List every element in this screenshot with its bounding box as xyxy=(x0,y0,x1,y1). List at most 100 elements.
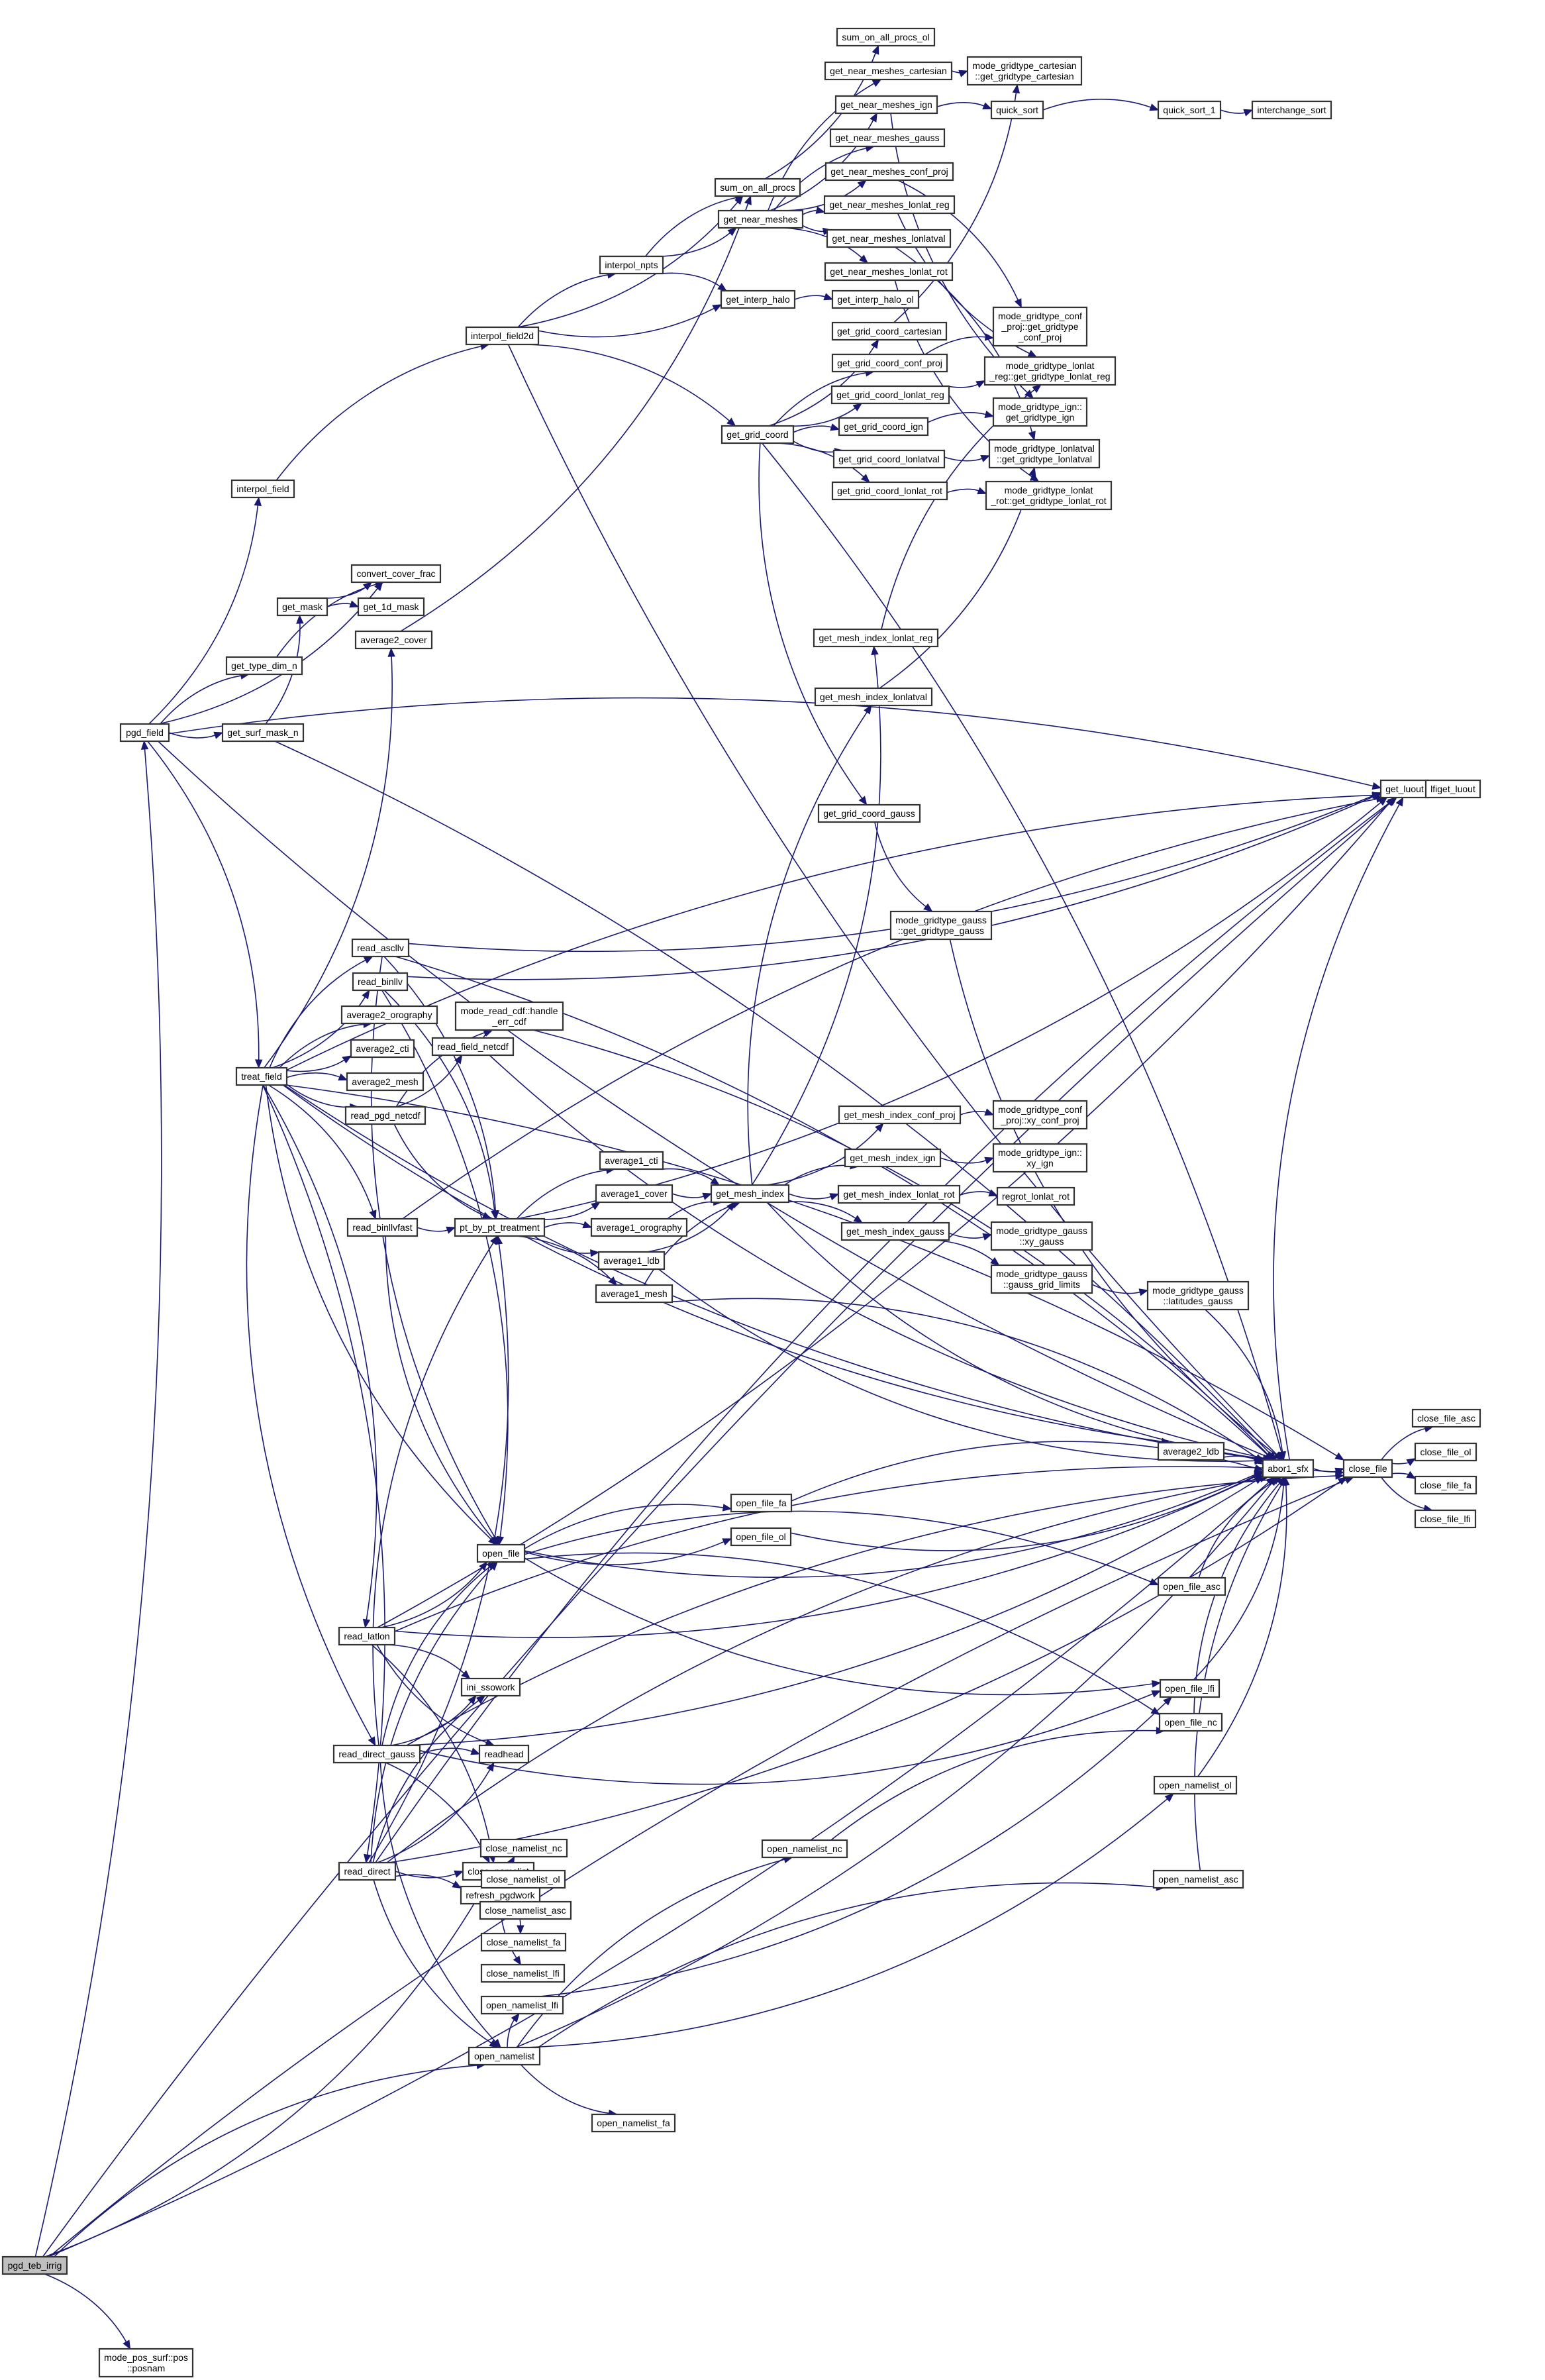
node-get-near-meshes-cartesian[interactable]: get_near_meshes_cartesian xyxy=(824,61,953,81)
node-get-mesh-index-lonlat-rot[interactable]: get_mesh_index_lonlat_rot xyxy=(837,1184,961,1204)
node-get-near-meshes[interactable]: get_near_meshes xyxy=(717,209,804,229)
node-gt-ign[interactable]: mode_gridtype_ign::get_gridtype_ign xyxy=(992,397,1088,427)
node-read-field-netcdf[interactable]: read_field_netcdf xyxy=(431,1037,515,1057)
node-sum-on-all-procs[interactable]: sum_on_all_procs xyxy=(714,178,801,197)
node-ini-ssowork[interactable]: ini_ssowork xyxy=(460,1677,521,1697)
node-latitudes-gauss[interactable]: mode_gridtype_gauss::latitudes_gauss xyxy=(1146,1280,1250,1311)
node-treat-field[interactable]: treat_field xyxy=(235,1066,288,1086)
node-open-file-ol[interactable]: open_file_ol xyxy=(730,1527,792,1547)
node-open-namelist-nc[interactable]: open_namelist_nc xyxy=(761,1839,848,1859)
node-get-mesh-index-ign[interactable]: get_mesh_index_ign xyxy=(844,1148,942,1168)
node-get-mesh-index[interactable]: get_mesh_index xyxy=(710,1184,790,1204)
node-get-grid-coord-conf-proj[interactable]: get_grid_coord_conf_proj xyxy=(831,353,948,373)
node-read-binllvfast[interactable]: read_binllvfast xyxy=(346,1217,419,1237)
node-read-latlon[interactable]: read_latlon xyxy=(338,1626,396,1646)
node-xy-conf-proj[interactable]: mode_gridtype_conf_proj::xy_conf_proj xyxy=(992,1100,1088,1130)
node-lfiget-luout[interactable]: lfiget_luout xyxy=(1424,779,1481,799)
node-close-file-asc[interactable]: close_file_asc xyxy=(1411,1408,1481,1428)
node-average2-orography[interactable]: average2_orography xyxy=(340,1005,438,1025)
node-get-mesh-index-gauss[interactable]: get_mesh_index_gauss xyxy=(840,1221,950,1241)
node-sum-on-all-procs-ol[interactable]: sum_on_all_procs_ol xyxy=(836,27,936,47)
node-get-near-meshes-ign[interactable]: get_near_meshes_ign xyxy=(834,95,938,115)
node-xy-ign[interactable]: mode_gridtype_ign::xy_ign xyxy=(992,1143,1088,1173)
node-get-mesh-index-conf-proj[interactable]: get_mesh_index_conf_proj xyxy=(838,1105,962,1125)
node-quick-sort-1[interactable]: quick_sort_1 xyxy=(1157,100,1222,120)
node-pgd-teb-irrig[interactable]: pgd_teb_irrig xyxy=(1,2255,68,2275)
node-posnam[interactable]: mode_pos_surf::pos::posnam xyxy=(98,2348,194,2378)
node-gt-lonlat-reg[interactable]: mode_gridtype_lonlat_reg::get_gridtype_l… xyxy=(983,356,1117,386)
node-average2-cti[interactable]: average2_cti xyxy=(350,1039,415,1059)
node-gt-gauss[interactable]: mode_gridtype_gauss::get_gridtype_gauss xyxy=(889,910,993,941)
node-average2-ldb[interactable]: average2_ldb xyxy=(1157,1441,1225,1461)
node-average2-cover[interactable]: average2_cover xyxy=(354,630,433,650)
node-interpol-field[interactable]: interpol_field xyxy=(230,479,295,499)
node-close-namelist-asc[interactable]: close_namelist_asc xyxy=(479,1900,572,1920)
node-read-direct-gauss[interactable]: read_direct_gauss xyxy=(332,1744,421,1764)
node-close-namelist-ol[interactable]: close_namelist_ol xyxy=(480,1869,566,1889)
node-gt-lonlatval[interactable]: mode_gridtype_lonlatval::get_gridtype_lo… xyxy=(988,439,1101,469)
node-get-grid-coord-gauss[interactable]: get_grid_coord_gauss xyxy=(817,803,921,823)
node-gt-lonlat-rot[interactable]: mode_gridtype_lonlat_rot::get_gridtype_l… xyxy=(985,480,1113,511)
node-close-file-lfi[interactable]: close_file_lfi xyxy=(1414,1509,1477,1529)
node-get-near-meshes-gauss[interactable]: get_near_meshes_gauss xyxy=(829,128,946,148)
node-read-direct[interactable]: read_direct xyxy=(338,1861,397,1881)
node-get-mesh-index-lonlatval[interactable]: get_mesh_index_lonlatval xyxy=(814,687,933,707)
node-handle-err-cdf[interactable]: mode_read_cdf::handle_err_cdf xyxy=(454,1001,564,1031)
node-open-namelist-ol[interactable]: open_namelist_ol xyxy=(1153,1775,1238,1795)
node-get-1d-mask[interactable]: get_1d_mask xyxy=(357,597,425,617)
node-get-near-meshes-lonlatval[interactable]: get_near_meshes_lonlatval xyxy=(826,229,952,248)
node-readhead[interactable]: readhead xyxy=(478,1744,530,1764)
node-get-near-meshes-lonlat-reg[interactable]: get_near_meshes_lonlat_reg xyxy=(823,195,956,215)
node-average1-orography[interactable]: average1_orography xyxy=(590,1217,688,1237)
node-average1-ldb[interactable]: average1_ldb xyxy=(597,1251,666,1270)
node-read-ascllv[interactable]: read_ascllv xyxy=(351,938,410,958)
node-abor1-sfx[interactable]: abor1_sfx xyxy=(1262,1459,1315,1478)
node-pt-by-pt-treatment[interactable]: pt_by_pt_treatment xyxy=(454,1217,546,1237)
node-get-surf-mask-n[interactable]: get_surf_mask_n xyxy=(221,723,305,743)
node-close-namelist-fa[interactable]: close_namelist_fa xyxy=(480,1932,567,1952)
node-open-file-lfi[interactable]: open_file_lfi xyxy=(1159,1679,1221,1698)
node-quick-sort[interactable]: quick_sort xyxy=(990,100,1044,120)
node-read-binllv[interactable]: read_binllv xyxy=(352,972,409,992)
node-get-near-meshes-lonlat-rot[interactable]: get_near_meshes_lonlat_rot xyxy=(824,262,954,282)
node-close-file-fa[interactable]: close_file_fa xyxy=(1414,1475,1477,1495)
node-get-grid-coord-lonlat-rot[interactable]: get_grid_coord_lonlat_rot xyxy=(831,481,948,501)
node-interpol-npts[interactable]: interpol_npts xyxy=(599,255,664,275)
node-get-near-meshes-conf-proj[interactable]: get_near_meshes_conf_proj xyxy=(824,162,954,181)
node-open-file-asc[interactable]: open_file_asc xyxy=(1157,1577,1226,1596)
node-convert-cover-frac[interactable]: convert_cover_frac xyxy=(350,564,442,584)
node-get-type-dim-n[interactable]: get_type_dim_n xyxy=(225,656,303,676)
node-average1-cti[interactable]: average1_cti xyxy=(599,1151,664,1170)
node-close-file[interactable]: close_file xyxy=(1342,1459,1393,1478)
node-average2-mesh[interactable]: average2_mesh xyxy=(346,1072,424,1092)
node-get-grid-coord[interactable]: get_grid_coord xyxy=(721,425,795,444)
node-close-namelist-lfi[interactable]: close_namelist_lfi xyxy=(480,1963,566,1983)
node-interchange-sort[interactable]: interchange_sort xyxy=(1251,100,1332,120)
node-close-file-ol[interactable]: close_file_ol xyxy=(1414,1442,1477,1462)
node-open-namelist[interactable]: open_namelist xyxy=(468,2046,541,2066)
node-get-grid-coord-lonlatval[interactable]: get_grid_coord_lonlatval xyxy=(832,449,946,469)
node-gt-conf-proj[interactable]: mode_gridtype_conf_proj::get_gridtype_co… xyxy=(992,306,1088,347)
node-open-file-fa[interactable]: open_file_fa xyxy=(730,1493,793,1513)
node-average1-cover[interactable]: average1_cover xyxy=(595,1184,673,1204)
node-open-namelist-asc[interactable]: open_namelist_asc xyxy=(1152,1869,1244,1889)
node-get-grid-coord-lonlat-reg[interactable]: get_grid_coord_lonlat_reg xyxy=(830,385,950,405)
node-get-interp-halo-ol[interactable]: get_interp_halo_ol xyxy=(831,289,920,309)
node-open-file[interactable]: open_file xyxy=(476,1543,526,1563)
node-get-interp-halo[interactable]: get_interp_halo xyxy=(720,289,796,309)
node-interpol-field2d[interactable]: interpol_field2d xyxy=(465,326,540,346)
node-get-grid-coord-cartesian[interactable]: get_grid_coord_cartesian xyxy=(831,321,948,341)
node-get-mesh-index-lonlat-reg[interactable]: get_mesh_index_lonlat_reg xyxy=(813,628,939,648)
node-gt-cartesian[interactable]: mode_gridtype_cartesian::get_gridtype_ca… xyxy=(966,56,1083,86)
node-xy-gauss[interactable]: mode_gridtype_gauss::xy_gauss xyxy=(990,1221,1093,1251)
node-get-mask[interactable]: get_mask xyxy=(276,597,328,617)
node-refresh-pgdwork[interactable]: refresh_pgdwork xyxy=(460,1885,541,1905)
node-open-namelist-fa[interactable]: open_namelist_fa xyxy=(591,2113,676,2133)
node-regrot-lonlat-rot[interactable]: regrot_lonlat_rot xyxy=(996,1186,1075,1206)
node-read-pgd-netcdf[interactable]: read_pgd_netcdf xyxy=(344,1106,426,1125)
node-get-grid-coord-ign[interactable]: get_grid_coord_ign xyxy=(838,417,929,437)
node-pgd-field[interactable]: pgd_field xyxy=(119,723,170,743)
node-open-file-nc[interactable]: open_file_nc xyxy=(1158,1712,1223,1732)
node-get-luout[interactable]: get_luout xyxy=(1379,779,1430,799)
node-gauss-grid-limits[interactable]: mode_gridtype_gauss::gauss_grid_limits xyxy=(990,1264,1093,1294)
